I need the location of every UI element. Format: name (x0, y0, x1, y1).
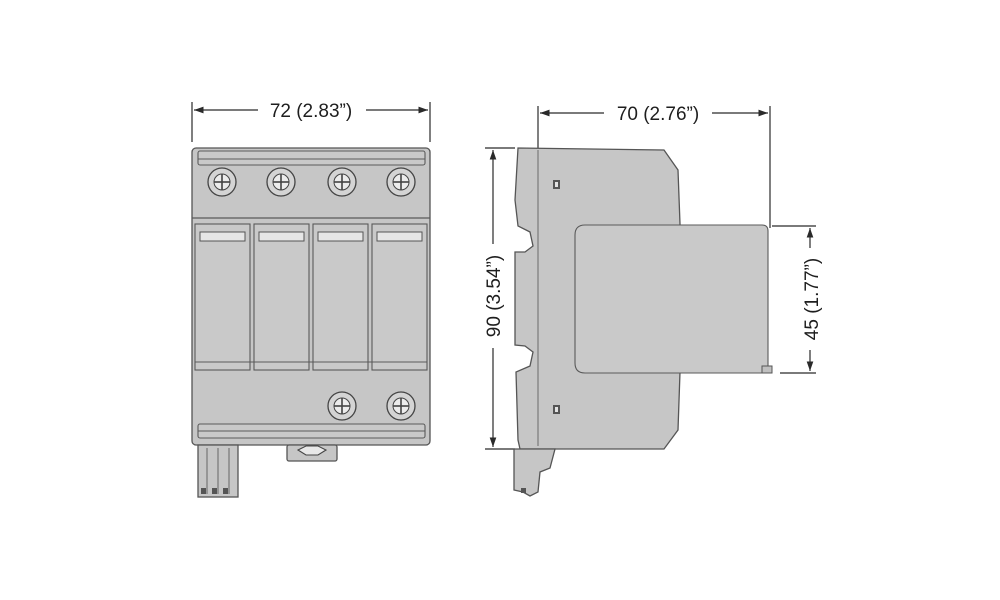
front-face (574, 224, 769, 374)
screw-icon (386, 391, 416, 421)
front-face-dimension-label: 45 (1.77”) (802, 258, 823, 340)
side-view: 70 (2.76”) 90 (3.54”) 45 (1.77”) (481, 101, 823, 497)
cartridge-module (194, 223, 251, 371)
height-dimension-label: 90 (3.54”) (484, 255, 505, 337)
screw-icon (386, 167, 416, 197)
bottom-terminal-screws (327, 391, 416, 421)
cartridge-module (312, 223, 369, 371)
screw-icon (327, 391, 357, 421)
width-dimension-label: 72 (2.83”) (270, 101, 352, 122)
cartridge-modules (194, 223, 428, 371)
screw-icon (266, 167, 296, 197)
front-view: 72 (2.83”) (191, 98, 431, 498)
cartridge-module (253, 223, 310, 371)
din-clip (286, 444, 338, 462)
cartridge-module (371, 223, 428, 371)
depth-dimension-label: 70 (2.76”) (617, 104, 699, 125)
screw-icon (207, 167, 237, 197)
screw-icon (327, 167, 357, 197)
side-connector (513, 448, 556, 497)
top-terminal-screws (207, 167, 416, 197)
remote-contact-connector (197, 444, 239, 498)
